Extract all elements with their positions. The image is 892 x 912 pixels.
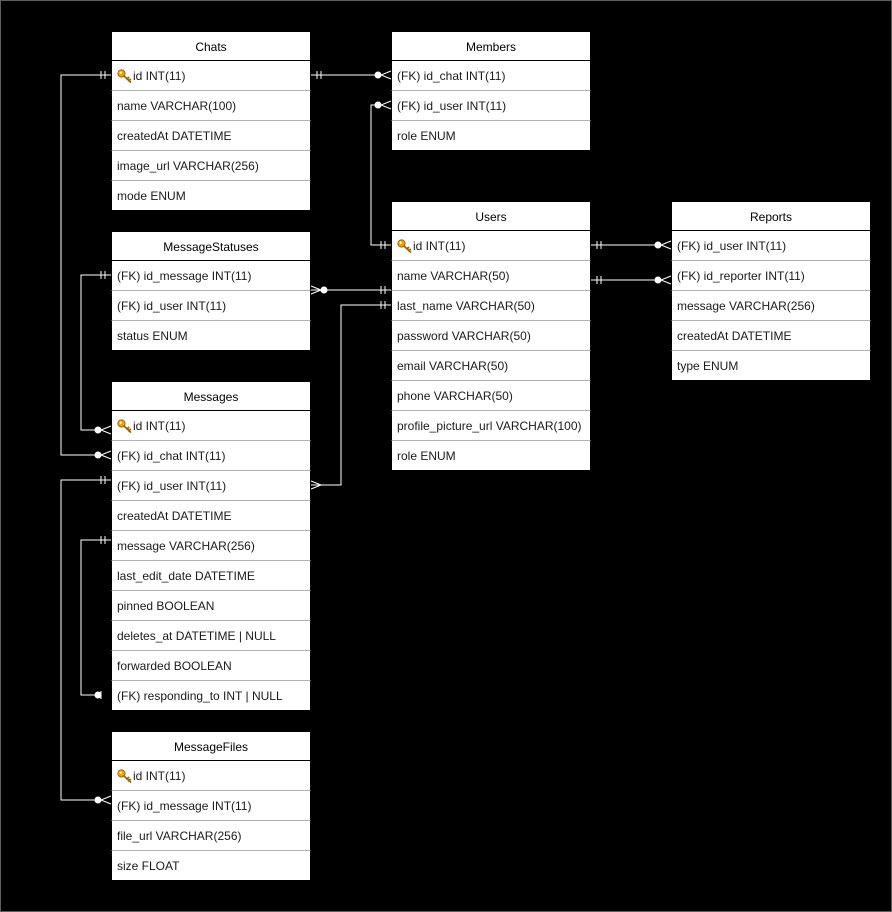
table-reports[interactable]: Reports (FK) id_user INT(11) (FK) id_rep… [671,201,871,381]
table-title: Users [391,201,591,231]
column-row[interactable]: createdAt DATETIME [111,121,311,151]
table-members[interactable]: Members (FK) id_chat INT(11) (FK) id_use… [391,31,591,151]
key-icon [117,69,132,83]
table-messages[interactable]: Messages id INT(11) (FK) id_chat INT(11)… [111,381,311,711]
key-icon [117,419,132,433]
column-text: id INT(11) [413,239,466,253]
column-row[interactable]: forwarded BOOLEAN [111,651,311,681]
column-row[interactable]: createdAt DATETIME [111,501,311,531]
relation-messagestatuses-messages[interactable] [80,274,111,431]
relation-messages-users[interactable] [311,304,391,486]
column-row[interactable]: id INT(11) [111,761,311,791]
column-text: id INT(11) [133,769,186,783]
column-row[interactable]: (FK) id_user INT(11) [111,471,311,501]
column-row[interactable]: (FK) id_chat INT(11) [111,441,311,471]
column-row[interactable]: size FLOAT [111,851,311,881]
column-row[interactable]: role ENUM [391,441,591,471]
column-row[interactable]: email VARCHAR(50) [391,351,591,381]
key-icon [117,769,132,783]
column-row[interactable]: message VARCHAR(256) [111,531,311,561]
column-row[interactable]: (FK) id_chat INT(11) [391,61,591,91]
column-row[interactable]: name VARCHAR(50) [391,261,591,291]
column-row[interactable]: mode ENUM [111,181,311,211]
table-title: Messages [111,381,311,411]
column-row[interactable]: file_url VARCHAR(256) [111,821,311,851]
column-row[interactable]: last_edit_date DATETIME [111,561,311,591]
column-row[interactable]: name VARCHAR(100) [111,91,311,121]
column-row[interactable]: (FK) id_reporter INT(11) [671,261,871,291]
table-users[interactable]: Users id INT(11) name VARCHAR(50) last_n… [391,201,591,471]
column-text: id INT(11) [133,69,186,83]
column-row[interactable]: message VARCHAR(256) [671,291,871,321]
relation-messages-responding-to[interactable] [80,539,111,696]
column-text: id INT(11) [133,419,186,433]
relation-messages-messagefiles[interactable] [60,479,111,801]
column-row[interactable]: (FK) id_user INT(11) [111,291,311,321]
table-messagefiles[interactable]: MessageFiles id INT(11) (FK) id_message … [111,731,311,881]
column-row[interactable]: phone VARCHAR(50) [391,381,591,411]
table-title: Members [391,31,591,61]
column-row[interactable]: (FK) id_message INT(11) [111,261,311,291]
relation-members-users[interactable] [370,104,391,246]
column-row[interactable]: profile_picture_url VARCHAR(100) [391,411,591,441]
column-row[interactable]: type ENUM [671,351,871,381]
table-title: Chats [111,31,311,61]
table-title: Reports [671,201,871,231]
column-row[interactable]: pinned BOOLEAN [111,591,311,621]
column-row[interactable]: deletes_at DATETIME | NULL [111,621,311,651]
column-row[interactable]: (FK) id_message INT(11) [111,791,311,821]
column-row[interactable]: (FK) id_user INT(11) [391,91,591,121]
column-row[interactable]: (FK) id_user INT(11) [671,231,871,261]
column-row[interactable]: (FK) responding_to INT | NULL [111,681,311,711]
table-title: MessageStatuses [111,231,311,261]
column-row[interactable]: id INT(11) [111,61,311,91]
relation-chats-messages[interactable] [60,74,111,456]
table-chats[interactable]: Chats id INT(11) name VARCHAR(100) creat… [111,31,311,211]
column-row[interactable]: createdAt DATETIME [671,321,871,351]
column-row[interactable]: last_name VARCHAR(50) [391,291,591,321]
column-row[interactable]: image_url VARCHAR(256) [111,151,311,181]
key-icon [397,239,412,253]
table-title: MessageFiles [111,731,311,761]
column-row[interactable]: id INT(11) [111,411,311,441]
column-row[interactable]: id INT(11) [391,231,591,261]
column-row[interactable]: status ENUM [111,321,311,351]
column-row[interactable]: password VARCHAR(50) [391,321,591,351]
column-row[interactable]: role ENUM [391,121,591,151]
table-messagestatuses[interactable]: MessageStatuses (FK) id_message INT(11) … [111,231,311,351]
